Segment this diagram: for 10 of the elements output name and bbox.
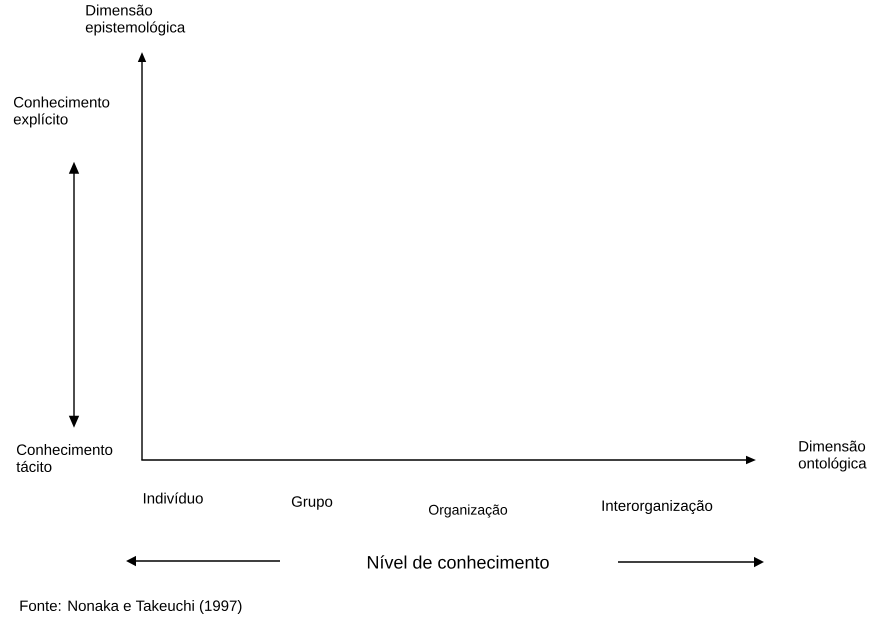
text-label: Conhecimento tácito (16, 444, 112, 472)
axis-label: Dimensão ontológica (798, 440, 867, 472)
category-label: Interorganização (602, 500, 712, 514)
category-label: Indivíduo (144, 492, 203, 504)
axis-label: Dimensão epistemológica (86, 4, 186, 36)
category-label: Grupo (292, 496, 332, 510)
axis-title: Nível de conhecimento (368, 555, 549, 569)
text-label: Conhecimento explícito (14, 96, 110, 128)
category-label: Organização (428, 504, 508, 518)
caption: Fonte: Nonaka e Takeuchi (1997) (20, 600, 242, 614)
